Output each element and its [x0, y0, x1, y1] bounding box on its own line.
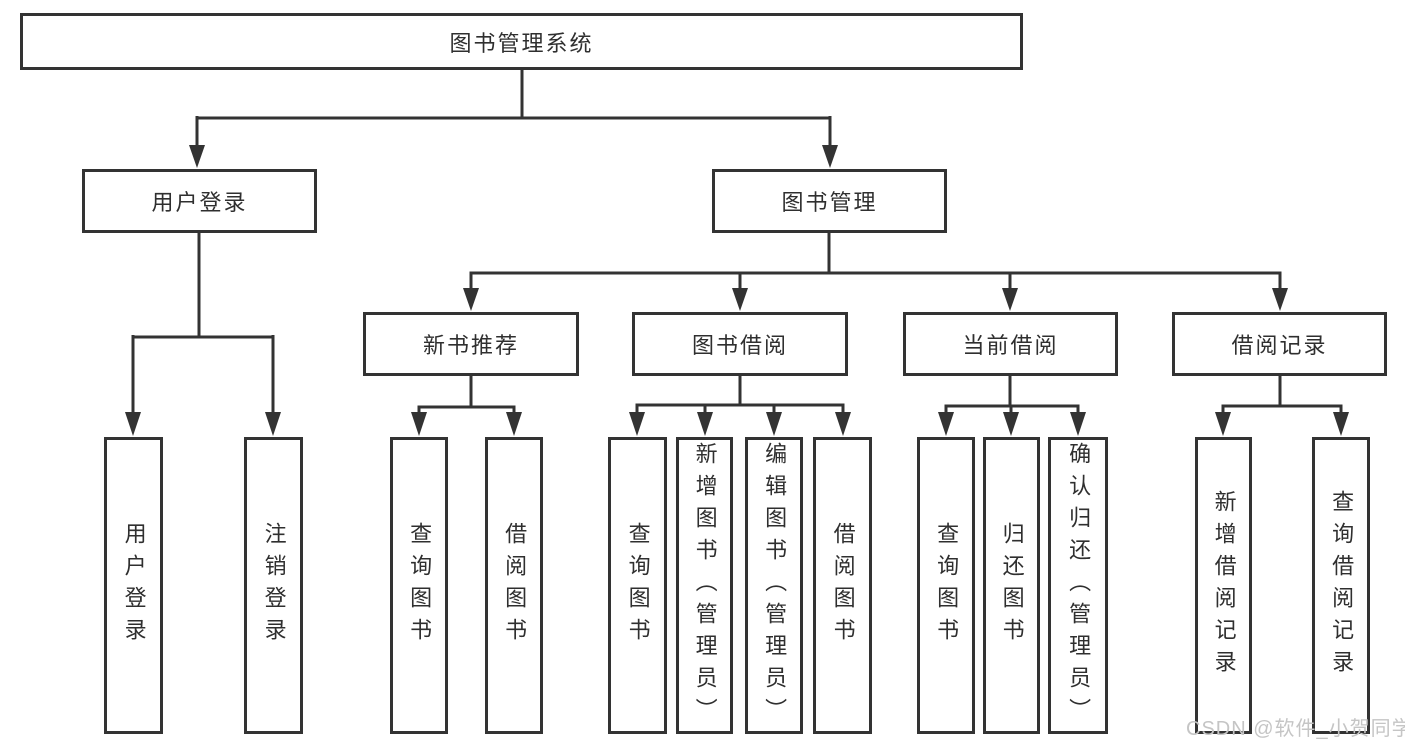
node-query-borrow-record: 查询借阅记录 [1312, 437, 1370, 734]
node-confirm-return-admin: 确认归还（管理员） [1048, 437, 1108, 734]
node-borrow-books-leaf: 借阅图书 [813, 437, 872, 734]
edge-new-book-children [411, 376, 522, 436]
edge-borrow-record-children [1215, 376, 1349, 436]
edge-user-login-children [125, 233, 281, 436]
leaf-label: 新增借阅记录 [1211, 489, 1237, 682]
node-add-borrow-record: 新增借阅记录 [1195, 437, 1252, 734]
node-book-management: 图书管理 [712, 169, 947, 233]
node-user-login-leaf: 用户登录 [104, 437, 163, 734]
node-edit-books-admin: 编辑图书（管理员） [745, 437, 803, 734]
node-borrow-books-newbook: 借阅图书 [485, 437, 543, 734]
csdn-watermark: CSDN @软件_小贺同学 [1186, 718, 1405, 740]
leaf-label: 查询图书 [625, 521, 651, 650]
edge-book-borrow-children [629, 376, 851, 436]
node-return-books: 归还图书 [983, 437, 1040, 734]
node-borrowing-records: 借阅记录 [1172, 312, 1387, 376]
node-library-system: 图书管理系统 [20, 13, 1023, 70]
leaf-label: 查询图书 [407, 521, 433, 650]
leaf-label: 用户登录 [121, 521, 147, 650]
node-add-books-admin: 新增图书（管理员） [676, 437, 733, 734]
node-logout-leaf: 注销登录 [244, 437, 303, 734]
leaf-label: 借阅图书 [830, 521, 856, 650]
leaf-label: 编辑图书（管理员） [762, 441, 788, 730]
edge-book-management-children [463, 233, 1288, 311]
leaf-label: 归还图书 [999, 521, 1025, 650]
node-query-books-current: 查询图书 [917, 437, 975, 734]
node-query-books-newbook: 查询图书 [390, 437, 448, 734]
edge-root-to-level2 [189, 70, 838, 168]
edge-current-borrow-children [938, 376, 1086, 436]
node-current-borrowing: 当前借阅 [903, 312, 1118, 376]
leaf-label: 确认归还（管理员） [1066, 441, 1092, 730]
node-book-borrowing: 图书借阅 [632, 312, 848, 376]
leaf-label: 注销登录 [261, 521, 287, 650]
leaf-label: 查询图书 [934, 521, 960, 650]
node-query-books-borrow: 查询图书 [608, 437, 667, 734]
leaf-label: 新增图书（管理员） [692, 441, 718, 730]
node-user-login: 用户登录 [82, 169, 317, 233]
leaf-label: 借阅图书 [502, 521, 528, 650]
node-new-book-recommendation: 新书推荐 [363, 312, 579, 376]
leaf-label: 查询借阅记录 [1329, 489, 1355, 682]
